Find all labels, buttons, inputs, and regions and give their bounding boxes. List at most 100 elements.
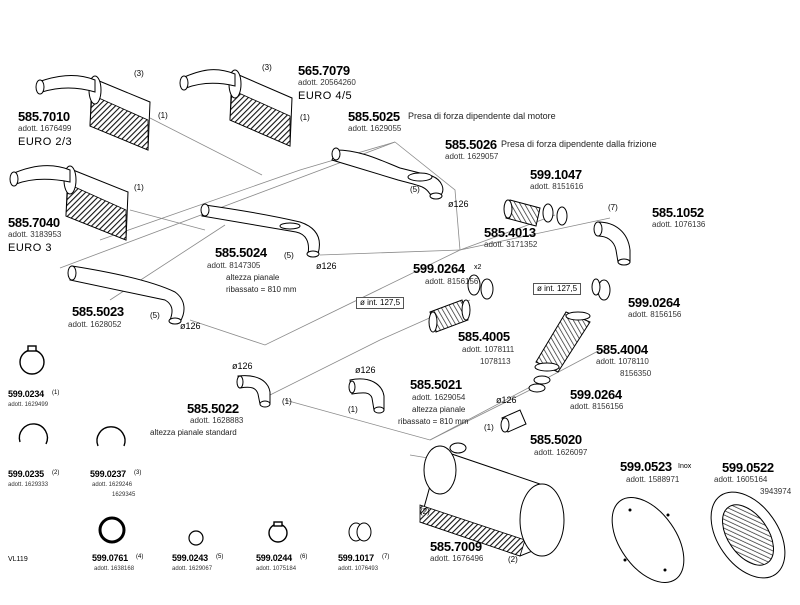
part-number: 585.5020 — [530, 432, 582, 447]
part-number: 599.0237 — [90, 469, 126, 479]
cover-plate-599-0523 — [611, 497, 685, 583]
adott-code: 3943974 — [760, 487, 792, 496]
pipe-585-5023 — [67, 265, 185, 325]
clamp-599-0264-top — [467, 274, 611, 301]
quantity-mark: (3) — [134, 69, 144, 78]
clamp-599-0237 — [96, 426, 126, 447]
part-number: 585.5026 — [445, 137, 497, 152]
adott-code: adott. 1629499 — [8, 402, 49, 408]
diameter-label: ø126 — [355, 365, 376, 375]
pipe-585-5020 — [500, 409, 527, 433]
part-number: 585.5021 — [410, 377, 462, 392]
quantity: (4) — [136, 554, 144, 560]
note: altezza pianale — [412, 405, 466, 414]
adott-code: adott. 1629333 — [8, 482, 49, 488]
clamp-599-0235 — [18, 423, 49, 445]
pipe-585-5024 — [200, 203, 320, 258]
adott-code: adott. 1588971 — [626, 475, 680, 484]
adott-code: adott. 1629067 — [172, 566, 213, 572]
part-number: 565.7079 — [298, 63, 350, 78]
adott-code: adott. 1076136 — [652, 220, 706, 229]
grille-plate-599-0522 — [710, 491, 786, 579]
part-number: 585.1052 — [652, 205, 704, 220]
elbow-585-5021 — [348, 378, 385, 414]
muffler-565-7079 — [179, 69, 293, 147]
adott-code: adott. 1676499 — [18, 124, 72, 133]
adott-code: 1078113 — [480, 357, 511, 366]
adott-code: adott. 1676496 — [430, 554, 484, 563]
flex-pipe-585-4004 — [528, 311, 591, 393]
muffler-585-7010 — [35, 75, 151, 151]
adott-code: adott. 1638168 — [94, 566, 135, 572]
euro-class: EURO 4/5 — [298, 90, 353, 102]
euro-class: EURO 3 — [8, 242, 52, 254]
quantity-mark: (1) — [300, 113, 310, 122]
note: altezza pianale — [226, 273, 280, 282]
quantity: (6) — [300, 554, 308, 560]
quantity: (1) — [52, 390, 60, 396]
clamp-599-1017 — [348, 522, 372, 542]
adott-code: adott. 1605164 — [714, 475, 768, 484]
adott-code: adott. 1078111 — [462, 345, 515, 354]
adott-code: adott. 1075184 — [256, 566, 297, 572]
adott-code: adott. 1628883 — [190, 416, 244, 425]
quantity: (3) — [134, 470, 142, 476]
quantity-mark: (1) — [282, 397, 292, 406]
adott-code: 8156350 — [620, 369, 652, 378]
adott-code: adott. 1629057 — [445, 152, 499, 161]
part-number: 599.0243 — [172, 553, 208, 563]
clamp-599-0234 — [19, 345, 45, 375]
note: ribassato = 810 mm — [398, 417, 469, 426]
part-number: 585.5024 — [215, 245, 267, 260]
part-number: 585.4004 — [596, 342, 648, 357]
part-description: Presa di forza dipendente dal motore — [408, 111, 556, 121]
inner-diameter-box: ø int. 127,5 — [533, 283, 582, 295]
inner-diameter-box: ø int. 127,5 — [356, 297, 405, 309]
quantity: (2) — [52, 470, 60, 476]
diameter-label: ø126 — [496, 395, 517, 405]
adott-code: adott. 8156156 — [628, 310, 682, 319]
part-number: 599.0522 — [722, 460, 774, 475]
quantity: (7) — [382, 554, 390, 560]
flex-pipe-599-1047 — [503, 199, 568, 227]
quantity-mark: (1) — [348, 405, 358, 414]
part-number: 599.0235 — [8, 469, 44, 479]
clamp-599-0243 — [188, 530, 204, 546]
adott-code: adott. 1078110 — [596, 357, 649, 366]
part-number: 599.1017 — [338, 553, 374, 563]
quantity: x2 — [474, 264, 482, 271]
adott-code: adott. 8156156 — [570, 402, 624, 411]
part-number: 585.7040 — [8, 215, 60, 230]
clamp-599-0244 — [268, 521, 288, 543]
quantity-mark: (5) — [410, 185, 420, 194]
part-number: 599.0244 — [256, 553, 292, 563]
part-number: 599.0234 — [8, 389, 44, 399]
part-description: Presa di forza dipendente dalla frizione — [501, 139, 657, 149]
part-number: 599.1047 — [530, 167, 582, 182]
adott-code: adott. 1629054 — [412, 393, 466, 402]
quantity-mark: (1) — [158, 111, 168, 120]
part-number: 599.0264 — [570, 387, 622, 402]
clamp-599-0761 — [98, 516, 126, 544]
part-number: 585.5023 — [72, 304, 124, 319]
quantity-mark: (3) — [262, 63, 272, 72]
muffler-585-7040 — [9, 165, 129, 241]
pipe-585-5025 — [331, 147, 444, 200]
adott-code: adott. 8147305 — [207, 261, 261, 270]
diameter-label: ø126 — [180, 321, 201, 331]
quantity-mark: (2) — [420, 507, 430, 516]
quantity-mark: (2) — [508, 555, 518, 564]
adott-code: adott. 3183953 — [8, 230, 62, 239]
adott-code: adott. 3171352 — [484, 240, 538, 249]
adott-code: adott. 1629246 — [92, 482, 133, 488]
muffler-585-7009 — [419, 442, 565, 557]
part-number: 585.7009 — [430, 539, 482, 554]
part-number: 585.4013 — [484, 225, 536, 240]
quantity-mark: (5) — [150, 311, 160, 320]
elbow-585-5022 — [236, 375, 271, 408]
part-number: 599.0264 — [413, 261, 465, 276]
adott-code: adott. 1629055 — [348, 124, 402, 133]
part-number: 599.0264 — [628, 295, 680, 310]
adott-code: adott. 1076493 — [338, 566, 379, 572]
